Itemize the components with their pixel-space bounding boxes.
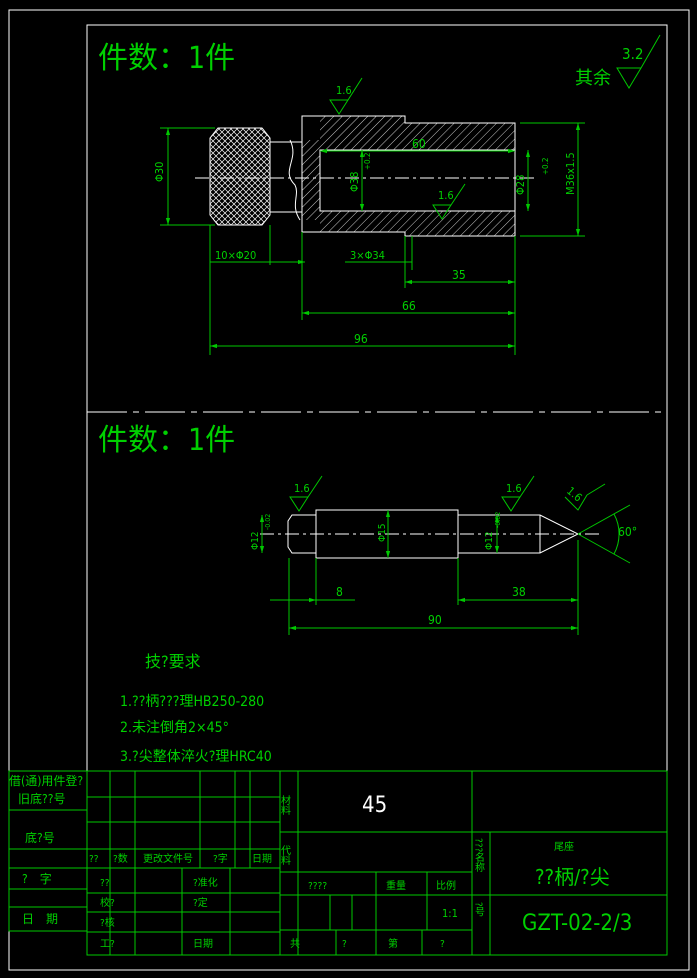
svg-text:-0.02: -0.02	[494, 512, 502, 528]
svg-text:工?: 工?	[100, 939, 115, 950]
material-value: 45	[362, 793, 387, 818]
svg-text:60: 60	[412, 137, 426, 151]
svg-text:1.6: 1.6	[294, 482, 310, 495]
quantity-label-bottom: 件数：1件	[98, 423, 235, 458]
svg-text:重量: 重量	[386, 879, 406, 892]
svg-text:尾座: 尾座	[554, 840, 574, 853]
part2-dimensions: Φ12 -0.02 Φ15 Φ12 -0.02 60° 8 38 90	[250, 504, 637, 635]
outer-border	[8, 9, 690, 971]
svg-text:Φ15: Φ15	[377, 523, 388, 542]
drawing-number: GZT-02-2/3	[522, 911, 632, 936]
svg-text:日期: 日期	[252, 853, 272, 865]
title-block: ?? ?数 更改文件号 ?字 日期 ?? 校? ?核 工? ?准化 ?定 日期 …	[86, 770, 668, 956]
svg-text:60°: 60°	[618, 525, 637, 539]
svg-text:M36x1.5: M36x1.5	[564, 152, 577, 195]
svg-text:??: ??	[89, 854, 99, 865]
tech-req-item: 3.?尖整体淬火?理HRC40	[120, 749, 272, 765]
surface-rest-symbol: 其余 3.2	[575, 34, 661, 89]
svg-text:1.6: 1.6	[506, 482, 522, 495]
svg-text:比例: 比例	[436, 879, 456, 892]
part1-dimensions: Φ30 Φ38 +0.2 60 Φ28 +0.2 M36x1.5 10×Φ20 …	[153, 122, 585, 355]
svg-text:其余: 其余	[575, 68, 611, 89]
part-name: ??柄/?尖	[535, 865, 610, 889]
svg-text:材料: 材料	[279, 794, 291, 816]
svg-text:日期: 日期	[193, 938, 213, 950]
svg-text:Φ28: Φ28	[514, 175, 527, 195]
svg-text:Φ30: Φ30	[153, 162, 166, 182]
svg-text:校?: 校?	[100, 896, 115, 909]
svg-text:?核: ?核	[100, 916, 115, 929]
svg-text:1.6: 1.6	[438, 189, 454, 202]
roughness-symbol: 1.6	[432, 183, 466, 220]
knurled-head	[209, 127, 271, 226]
svg-text:借(通)用件登?: 借(通)用件登?	[9, 773, 83, 788]
svg-text:?数: ?数	[113, 852, 128, 865]
svg-text:+0.2: +0.2	[541, 158, 550, 175]
svg-text:日 期: 日 期	[22, 912, 58, 926]
svg-text:第: 第	[388, 937, 398, 950]
svg-text:?定: ?定	[193, 896, 208, 909]
svg-text:?准化: ?准化	[193, 876, 218, 889]
svg-text:3×Φ34: 3×Φ34	[350, 249, 385, 262]
svg-text:+0.2: +0.2	[363, 153, 372, 170]
quantity-label-top: 件数：1件	[98, 41, 235, 76]
svg-text:????: ????	[308, 881, 327, 892]
svg-text:Φ38: Φ38	[348, 172, 361, 192]
svg-text:代料: 代料	[279, 845, 291, 866]
tech-req-item: 1.??柄???理HB250-280	[120, 694, 264, 710]
roughness-symbol: 1.6	[329, 77, 363, 115]
svg-text:?: ?	[342, 939, 347, 950]
tech-req-title: 技?要求	[145, 652, 201, 671]
tube-body	[288, 115, 516, 237]
svg-text:更改文件号: 更改文件号	[143, 852, 193, 865]
technical-requirements: 技?要求 1.??柄???理HB250-280 2.未注倒角2×45° 3.?尖…	[120, 652, 272, 765]
svg-text:1.6: 1.6	[336, 84, 352, 97]
svg-text:-0.02: -0.02	[264, 514, 272, 530]
svg-text:?字: ?字	[213, 852, 228, 865]
svg-text:旧底??号: 旧底??号	[18, 791, 65, 806]
svg-text:???名称: ???名称	[473, 838, 485, 873]
roughness-symbol: 1.6	[501, 475, 535, 512]
svg-text:90: 90	[428, 613, 442, 627]
roughness-symbol: 1.6	[289, 475, 323, 512]
svg-text:?: ?	[440, 939, 445, 950]
centre-pin	[287, 509, 580, 559]
svg-text:? 字: ? 字	[22, 871, 52, 886]
svg-text:底?号: 底?号	[25, 830, 55, 845]
svg-text:1.6: 1.6	[564, 484, 584, 504]
neck	[269, 141, 303, 213]
svg-text:38: 38	[512, 585, 526, 599]
svg-text:1:1: 1:1	[442, 907, 458, 920]
svg-text:96: 96	[354, 332, 368, 346]
svg-text:Φ12: Φ12	[484, 531, 495, 550]
svg-text:共: 共	[290, 938, 300, 950]
svg-text:3.2: 3.2	[622, 45, 643, 63]
svg-text:8: 8	[336, 585, 343, 599]
tech-req-item: 2.未注倒角2×45°	[120, 720, 229, 736]
svg-text:Φ12: Φ12	[250, 531, 261, 550]
side-block: 借(通)用件登? 旧底??号 底?号 ? 字 日 期	[8, 770, 88, 932]
svg-text:10×Φ20: 10×Φ20	[215, 249, 256, 262]
svg-text:35: 35	[452, 268, 466, 282]
svg-text:?号: ?号	[473, 902, 485, 918]
roughness-symbol: 1.6	[564, 483, 606, 511]
svg-text:??: ??	[100, 878, 110, 889]
svg-text:66: 66	[402, 299, 416, 313]
